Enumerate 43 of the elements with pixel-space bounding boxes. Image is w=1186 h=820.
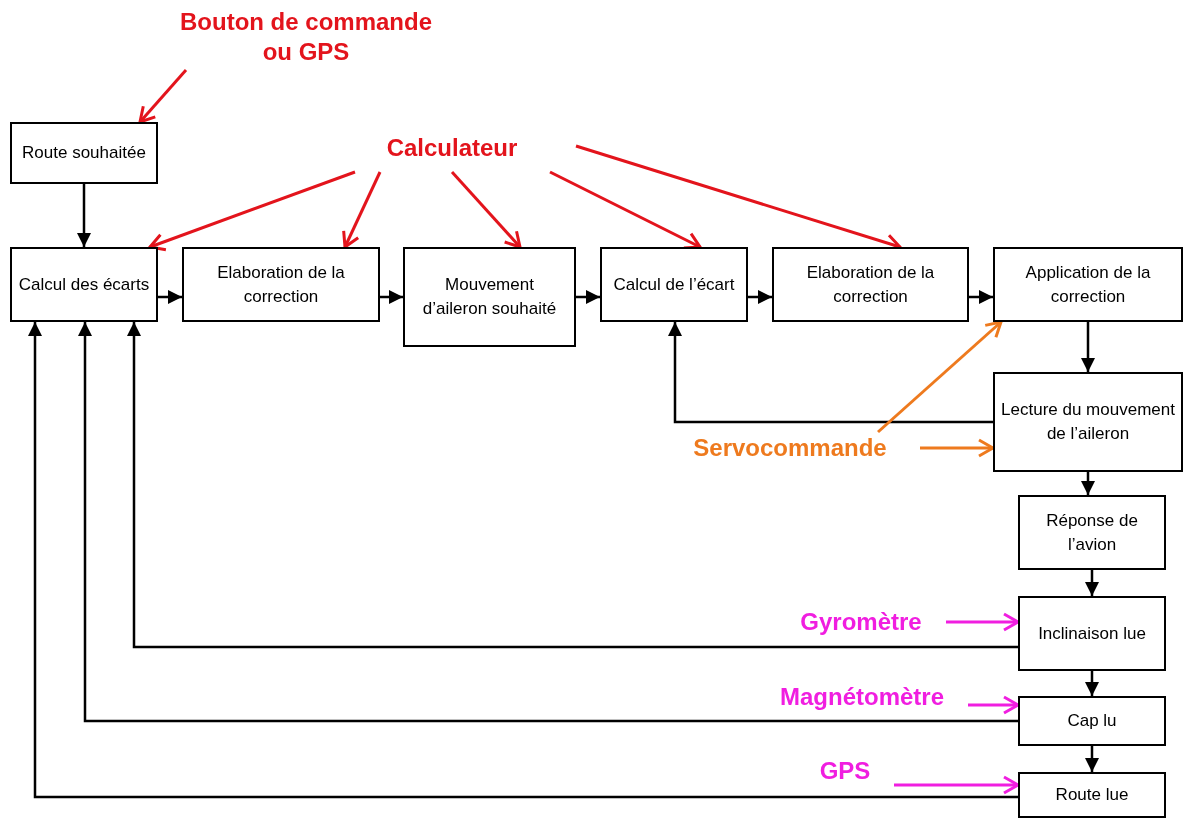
arrow <box>1081 472 1095 495</box>
process-box: Cap lu <box>1018 696 1166 746</box>
process-box: Elaboration de la correction <box>772 247 969 322</box>
annotation-label: GPS <box>812 755 878 787</box>
arrow <box>127 322 1018 649</box>
annotation-label: Servocommande <box>662 432 918 464</box>
arrow <box>77 184 91 247</box>
leader-arrow <box>342 171 382 249</box>
annotation-label: Calculateur <box>372 130 532 166</box>
arrow <box>1081 322 1095 372</box>
arrow <box>158 290 182 304</box>
leader-arrow <box>894 775 1020 795</box>
annotation-label: Bouton de commande ou GPS <box>172 4 440 70</box>
arrow <box>1085 570 1099 596</box>
process-box: Route souhaitée <box>10 122 158 184</box>
process-box: Calcul de l’écart <box>600 247 748 322</box>
leader-arrow <box>549 170 702 250</box>
leader-arrow <box>946 612 1020 632</box>
process-box: Réponse de l’avion <box>1018 495 1166 570</box>
arrow <box>380 290 403 304</box>
leader-arrow <box>450 171 522 249</box>
arrow <box>748 290 772 304</box>
annotation-label: Gyromètre <box>786 606 936 638</box>
arrow <box>1085 671 1099 696</box>
leader-arrow <box>138 69 188 124</box>
arrow <box>28 322 1018 799</box>
arrow <box>576 290 600 304</box>
arrow <box>1085 746 1099 772</box>
leader-arrow <box>877 320 1003 434</box>
leader-arrow <box>148 170 356 252</box>
process-box: Inclinaison lue <box>1018 596 1166 671</box>
annotation-label: Magnétomètre <box>764 681 960 713</box>
process-box: Calcul des écarts <box>10 247 158 322</box>
leader-arrow <box>968 695 1020 715</box>
arrow <box>969 290 993 304</box>
process-box: Elaboration de la correction <box>182 247 380 322</box>
process-box: Mouvement d’aileron souhaité <box>403 247 576 347</box>
leader-arrow <box>920 438 995 458</box>
process-box: Route lue <box>1018 772 1166 818</box>
arrow <box>78 322 1018 723</box>
process-box: Application de la correction <box>993 247 1183 322</box>
arrow <box>668 322 993 424</box>
process-box: Lecture du mouvement de l’aileron <box>993 372 1183 472</box>
